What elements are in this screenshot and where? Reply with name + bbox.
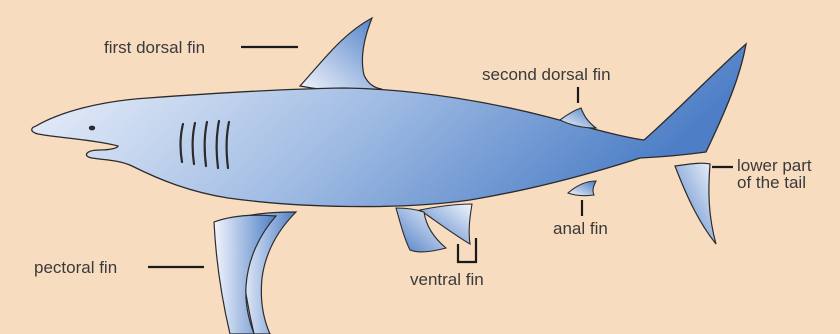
label-first-dorsal-fin: first dorsal fin [104,39,205,56]
label-ventral-fin: ventral fin [410,271,484,288]
lower-tail-fin [675,163,716,244]
label-lower-part-line2: of the tail [737,174,812,191]
shark-body [32,44,746,207]
anal-fin [568,181,596,196]
label-lower-part-line1: lower part [737,157,812,174]
label-lower-part-of-tail: lower part of the tail [737,157,812,191]
label-anal-fin: anal fin [553,220,608,237]
label-second-dorsal-fin: second dorsal fin [482,66,611,83]
eye [89,126,95,131]
first-dorsal-fin [300,18,382,91]
label-pectoral-fin: pectoral fin [34,259,117,276]
